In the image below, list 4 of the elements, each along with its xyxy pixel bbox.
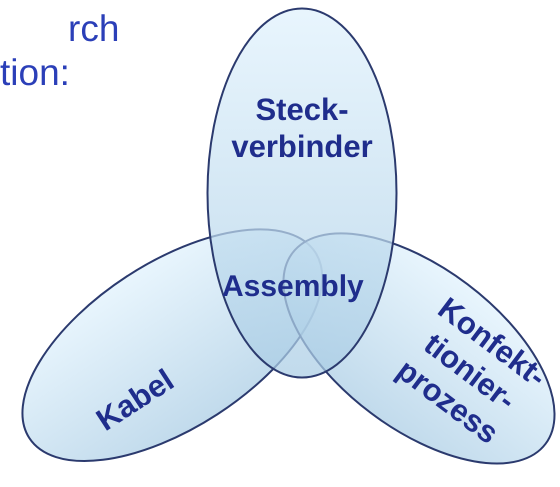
cut-off-text: rch [68,8,120,50]
cut-off-text: tion: [0,52,70,94]
ellipse-label: Steck- verbinder [230,90,374,166]
overlap-label: Assembly [222,270,364,304]
